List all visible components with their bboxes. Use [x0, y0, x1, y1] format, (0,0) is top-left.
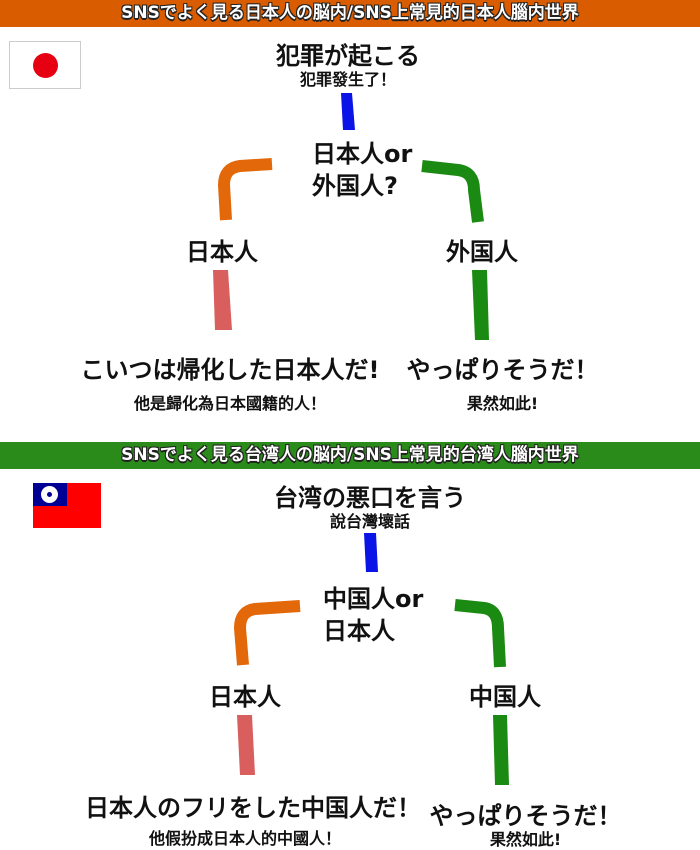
- japan-section-header: SNSでよく見る日本人の脳内/SNS上常見的日本人腦内世界: [0, 0, 700, 27]
- taiwan-section-header: SNSでよく見る台湾人の脳内/SNS上常見的台湾人腦内世界: [0, 442, 700, 469]
- question-line1: 日本人or: [312, 140, 413, 168]
- taiwan-left-result-sub: 他假扮成日本人的中國人！: [148, 829, 341, 848]
- japan-right-result-sub: 果然如此!: [466, 394, 539, 413]
- taiwan-subtitle: 說台灣壞話: [329, 512, 410, 531]
- taiwan-left-label: 日本人: [209, 683, 281, 711]
- taiwan-question: 中国人or 日本人: [323, 583, 423, 647]
- japan-flag-icon: [9, 41, 81, 89]
- japan-title: 犯罪が起こる: [276, 42, 420, 70]
- connector-pink: [237, 715, 255, 775]
- japan-left-result-sub: 他是歸化為日本國籍的人！: [133, 394, 326, 413]
- japan-question: 日本人or 外国人?: [312, 138, 412, 202]
- connector-green-down: [472, 270, 489, 340]
- connector-orange: [233, 600, 301, 666]
- japan-subtitle: 犯罪發生了！: [299, 70, 396, 89]
- japan-left-result: こいつは帰化した日本人だ!: [80, 356, 380, 384]
- connector-green: [454, 599, 506, 668]
- japan-left-label: 日本人: [186, 238, 258, 266]
- connector-pink: [213, 270, 232, 330]
- taiwan-title: 台湾の悪口を言う: [274, 484, 466, 512]
- connector-green-down: [493, 715, 509, 785]
- taiwan-right-result-sub: 果然如此!: [489, 830, 562, 849]
- question-line2: 外国人?: [312, 172, 398, 200]
- japan-right-label: 外国人: [446, 238, 518, 266]
- taiwan-flag-icon: [33, 483, 101, 528]
- connector-orange: [217, 158, 273, 221]
- connector-blue: [341, 93, 355, 130]
- question-line2: 日本人: [323, 617, 395, 645]
- connector-green: [421, 160, 484, 223]
- question-line1: 中国人or: [323, 585, 424, 613]
- connector-blue: [364, 533, 378, 572]
- taiwan-left-result: 日本人のフリをした中国人だ！: [85, 794, 421, 822]
- taiwan-right-result: やっぱりそうだ！: [429, 802, 622, 830]
- taiwan-right-label: 中国人: [469, 683, 541, 711]
- japan-right-result: やっぱりそうだ！: [406, 356, 599, 384]
